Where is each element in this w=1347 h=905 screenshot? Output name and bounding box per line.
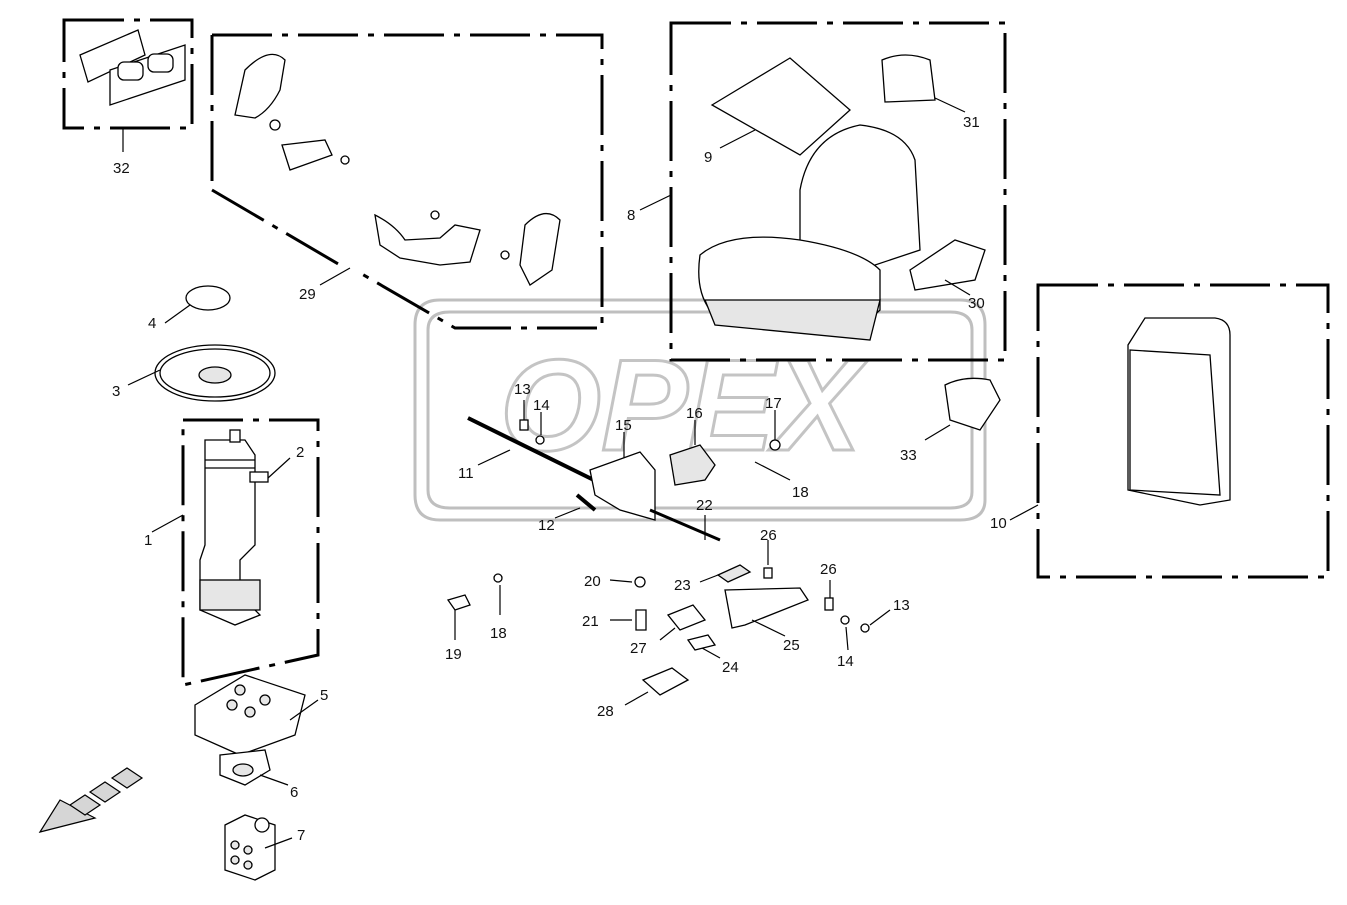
callout-8: 8 xyxy=(627,207,635,224)
callout-20: 20 xyxy=(584,573,601,590)
part-10-seat-back-cover xyxy=(1127,317,1231,506)
part-32-cover-plate xyxy=(79,29,186,106)
callout-6: 6 xyxy=(290,784,298,801)
part-1-steering-column xyxy=(199,429,269,626)
callout-1: 1 xyxy=(144,532,152,549)
callout-26-right: 26 xyxy=(820,561,837,578)
part-31-headrest xyxy=(881,54,936,103)
part-5-valve-plate xyxy=(194,674,306,786)
callout-22: 22 xyxy=(696,497,713,514)
group-box-29 xyxy=(212,33,604,330)
part-16-actuator xyxy=(669,444,716,486)
callout-2: 2 xyxy=(296,444,304,461)
callout-12: 12 xyxy=(538,517,555,534)
direction-arrow xyxy=(38,767,144,833)
callout-9: 9 xyxy=(704,149,712,166)
callout-3: 3 xyxy=(112,383,120,400)
part-8-driver-seat xyxy=(698,54,986,341)
callout-31: 31 xyxy=(963,114,980,131)
callout-33: 33 xyxy=(900,447,917,464)
callout-30: 30 xyxy=(968,295,985,312)
group-box-32 xyxy=(62,18,194,130)
callout-15: 15 xyxy=(615,417,632,434)
part-20-washer xyxy=(634,576,646,588)
part-15-bracket xyxy=(589,451,656,521)
callout-28: 28 xyxy=(597,703,614,720)
part-17-nut xyxy=(769,439,781,451)
group-box-1 xyxy=(181,418,320,687)
part-23-pad xyxy=(716,564,752,583)
part-11-threaded-rod xyxy=(467,416,611,490)
callout-32: 32 xyxy=(113,160,130,177)
callout-21: 21 xyxy=(582,613,599,630)
callout-labels: 1 2 3 4 5 6 7 8 9 10 11 12 13 14 15 16 1… xyxy=(112,114,1007,844)
callout-17: 17 xyxy=(765,395,782,412)
callout-14-right: 14 xyxy=(837,653,854,670)
part-24-clip xyxy=(686,634,717,651)
part-21-screw xyxy=(635,609,647,631)
callout-18-lower: 18 xyxy=(490,625,507,642)
callout-4: 4 xyxy=(148,315,156,332)
part-12-spring xyxy=(575,493,597,512)
callout-26: 26 xyxy=(760,527,777,544)
callout-19: 19 xyxy=(445,646,462,663)
callout-27: 27 xyxy=(630,640,647,657)
callout-10: 10 xyxy=(990,515,1007,532)
part-14-washer xyxy=(535,435,545,445)
callout-13-right: 13 xyxy=(893,597,910,614)
callout-23: 23 xyxy=(674,577,691,594)
part-26-bushing xyxy=(763,567,773,579)
part-33-cup-holder xyxy=(944,377,1001,431)
callout-25: 25 xyxy=(783,637,800,654)
part-29-armrest-assembly xyxy=(234,53,561,286)
part-19-bolt xyxy=(446,594,471,611)
callout-5: 5 xyxy=(320,687,328,704)
group-box-8 xyxy=(669,21,1007,362)
callout-14: 14 xyxy=(533,397,550,414)
part-7-steering-unit xyxy=(224,814,276,881)
part-2-fitting xyxy=(249,471,269,483)
part-4-cap xyxy=(185,285,231,311)
callout-18: 18 xyxy=(792,484,809,501)
part-28-block xyxy=(641,667,690,696)
callout-11: 11 xyxy=(458,465,474,482)
callout-16: 16 xyxy=(686,405,703,422)
part-3-steering-wheel xyxy=(154,344,276,402)
group-box-10 xyxy=(1036,283,1330,579)
part-22-shaft xyxy=(649,508,721,542)
leader-lines xyxy=(122,97,1039,849)
part-9-seat-base-plate xyxy=(710,57,851,156)
part-25-pedal-lever xyxy=(724,587,809,629)
callout-29: 29 xyxy=(299,286,316,303)
callout-7: 7 xyxy=(297,827,305,844)
part-27-pad xyxy=(666,604,707,631)
part-30-armrest xyxy=(909,239,986,291)
part-13-ring xyxy=(519,419,529,431)
callout-24: 24 xyxy=(722,659,739,676)
callout-13: 13 xyxy=(514,381,531,398)
